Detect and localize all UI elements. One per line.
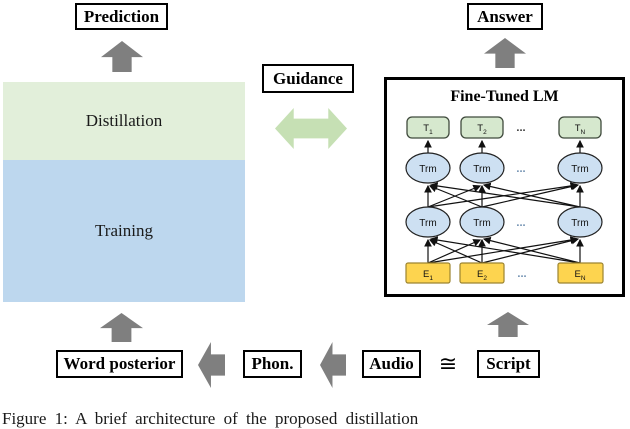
e-embedding-nodes: E1 E2 EN ...: [405, 262, 604, 284]
tn-label: TN: [575, 123, 586, 136]
lower-trm-ellipsis: ...: [516, 217, 525, 229]
t1-node: [406, 116, 450, 139]
up-arrow-icon-answer: [484, 38, 526, 68]
e-to-trm-connections: [424, 236, 584, 264]
up-arrow-icon-word-posterior: [100, 313, 143, 342]
audio-box: Audio: [362, 350, 421, 378]
trm-to-t-connections: [424, 139, 584, 153]
trm-to-trm-connections: [424, 182, 584, 208]
trm-label: Trm: [571, 164, 588, 175]
e1-label: E1: [423, 269, 433, 282]
left-arrow-icon-phon-to-word: [198, 342, 225, 388]
upper-trm-layer: Trm Trm Trm ...: [405, 152, 603, 184]
script-box: Script: [477, 350, 540, 378]
distillation-label: Distillation: [85, 111, 163, 130]
phon-box: Phon.: [243, 350, 302, 378]
t2-label: T2: [477, 123, 487, 136]
trm-label: Trm: [419, 164, 436, 175]
trm-node: [405, 206, 451, 238]
trm-label: Trm: [473, 164, 490, 175]
left-arrow-icon-audio-to-phon: [320, 342, 346, 388]
approx-equal-symbol: ≅: [438, 351, 458, 376]
fine-tuned-lm-panel: Fine-Tuned LM: [384, 77, 625, 297]
up-arrow-icon-script: [487, 312, 529, 337]
t2-node: [460, 116, 504, 139]
lm-network-diagram: T1 T2 TN ... Trm Trm Trm ... Trm Trm Trm…: [405, 116, 604, 284]
lm-title: Fine-Tuned LM: [450, 88, 559, 105]
trm-node: [459, 206, 505, 238]
answer-box: Answer: [467, 3, 543, 30]
trm-label: Trm: [571, 218, 588, 229]
trm-node: [557, 206, 603, 238]
word-posterior-box: Word posterior: [56, 350, 183, 378]
figure-caption: Figure 1: A brief architecture of the pr…: [2, 409, 419, 428]
lower-trm-layer: Trm Trm Trm ...: [405, 206, 603, 238]
t-output-nodes: T1 T2 TN ...: [406, 116, 602, 139]
trm-node: [405, 152, 451, 184]
distillation-zone: Distillation: [3, 82, 245, 160]
up-arrow-icon-prediction: [101, 41, 143, 72]
t-row-ellipsis: ...: [516, 122, 525, 134]
t1-label: T1: [423, 123, 433, 136]
tn-node: [558, 116, 602, 139]
training-label: Training: [95, 221, 153, 240]
e2-label: E2: [477, 269, 487, 282]
guidance-box: Guidance: [262, 64, 354, 93]
en-node: [557, 262, 604, 284]
en-label: EN: [574, 269, 585, 282]
e-row-ellipsis: ...: [517, 268, 526, 280]
upper-trm-ellipsis: ...: [516, 163, 525, 175]
e2-node: [459, 262, 505, 284]
trm-node: [557, 152, 603, 184]
trm-node: [459, 152, 505, 184]
training-zone: Training: [3, 160, 245, 302]
prediction-box: Prediction: [75, 3, 168, 30]
double-arrow-icon-guidance: [275, 108, 347, 149]
trm-label: Trm: [419, 218, 436, 229]
trm-label: Trm: [473, 218, 490, 229]
e1-node: [405, 262, 451, 284]
